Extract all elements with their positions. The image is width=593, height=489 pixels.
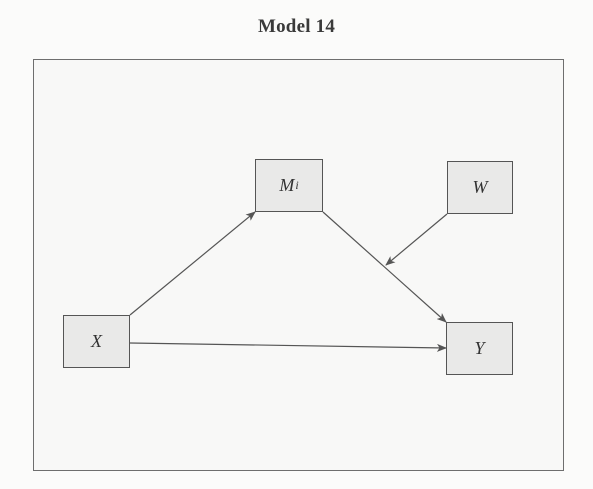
node-y-label: Y — [474, 338, 485, 358]
page-title: Model 14 — [257, 16, 336, 37]
node-x-label: X — [91, 331, 102, 351]
arrow-x-to-y — [129, 342, 447, 352]
node-y: Y — [446, 322, 513, 375]
arrow-x-to-m — [129, 211, 256, 316]
node-m-label: M — [279, 175, 295, 195]
node-w: W — [447, 161, 513, 214]
diagram-frame — [33, 59, 564, 471]
arrow-m-to-y — [322, 211, 447, 323]
node-x: X — [63, 315, 130, 368]
arrow-w-to-path — [385, 213, 448, 266]
node-m-subscript: i — [295, 178, 299, 192]
node-w-label: W — [472, 177, 488, 197]
